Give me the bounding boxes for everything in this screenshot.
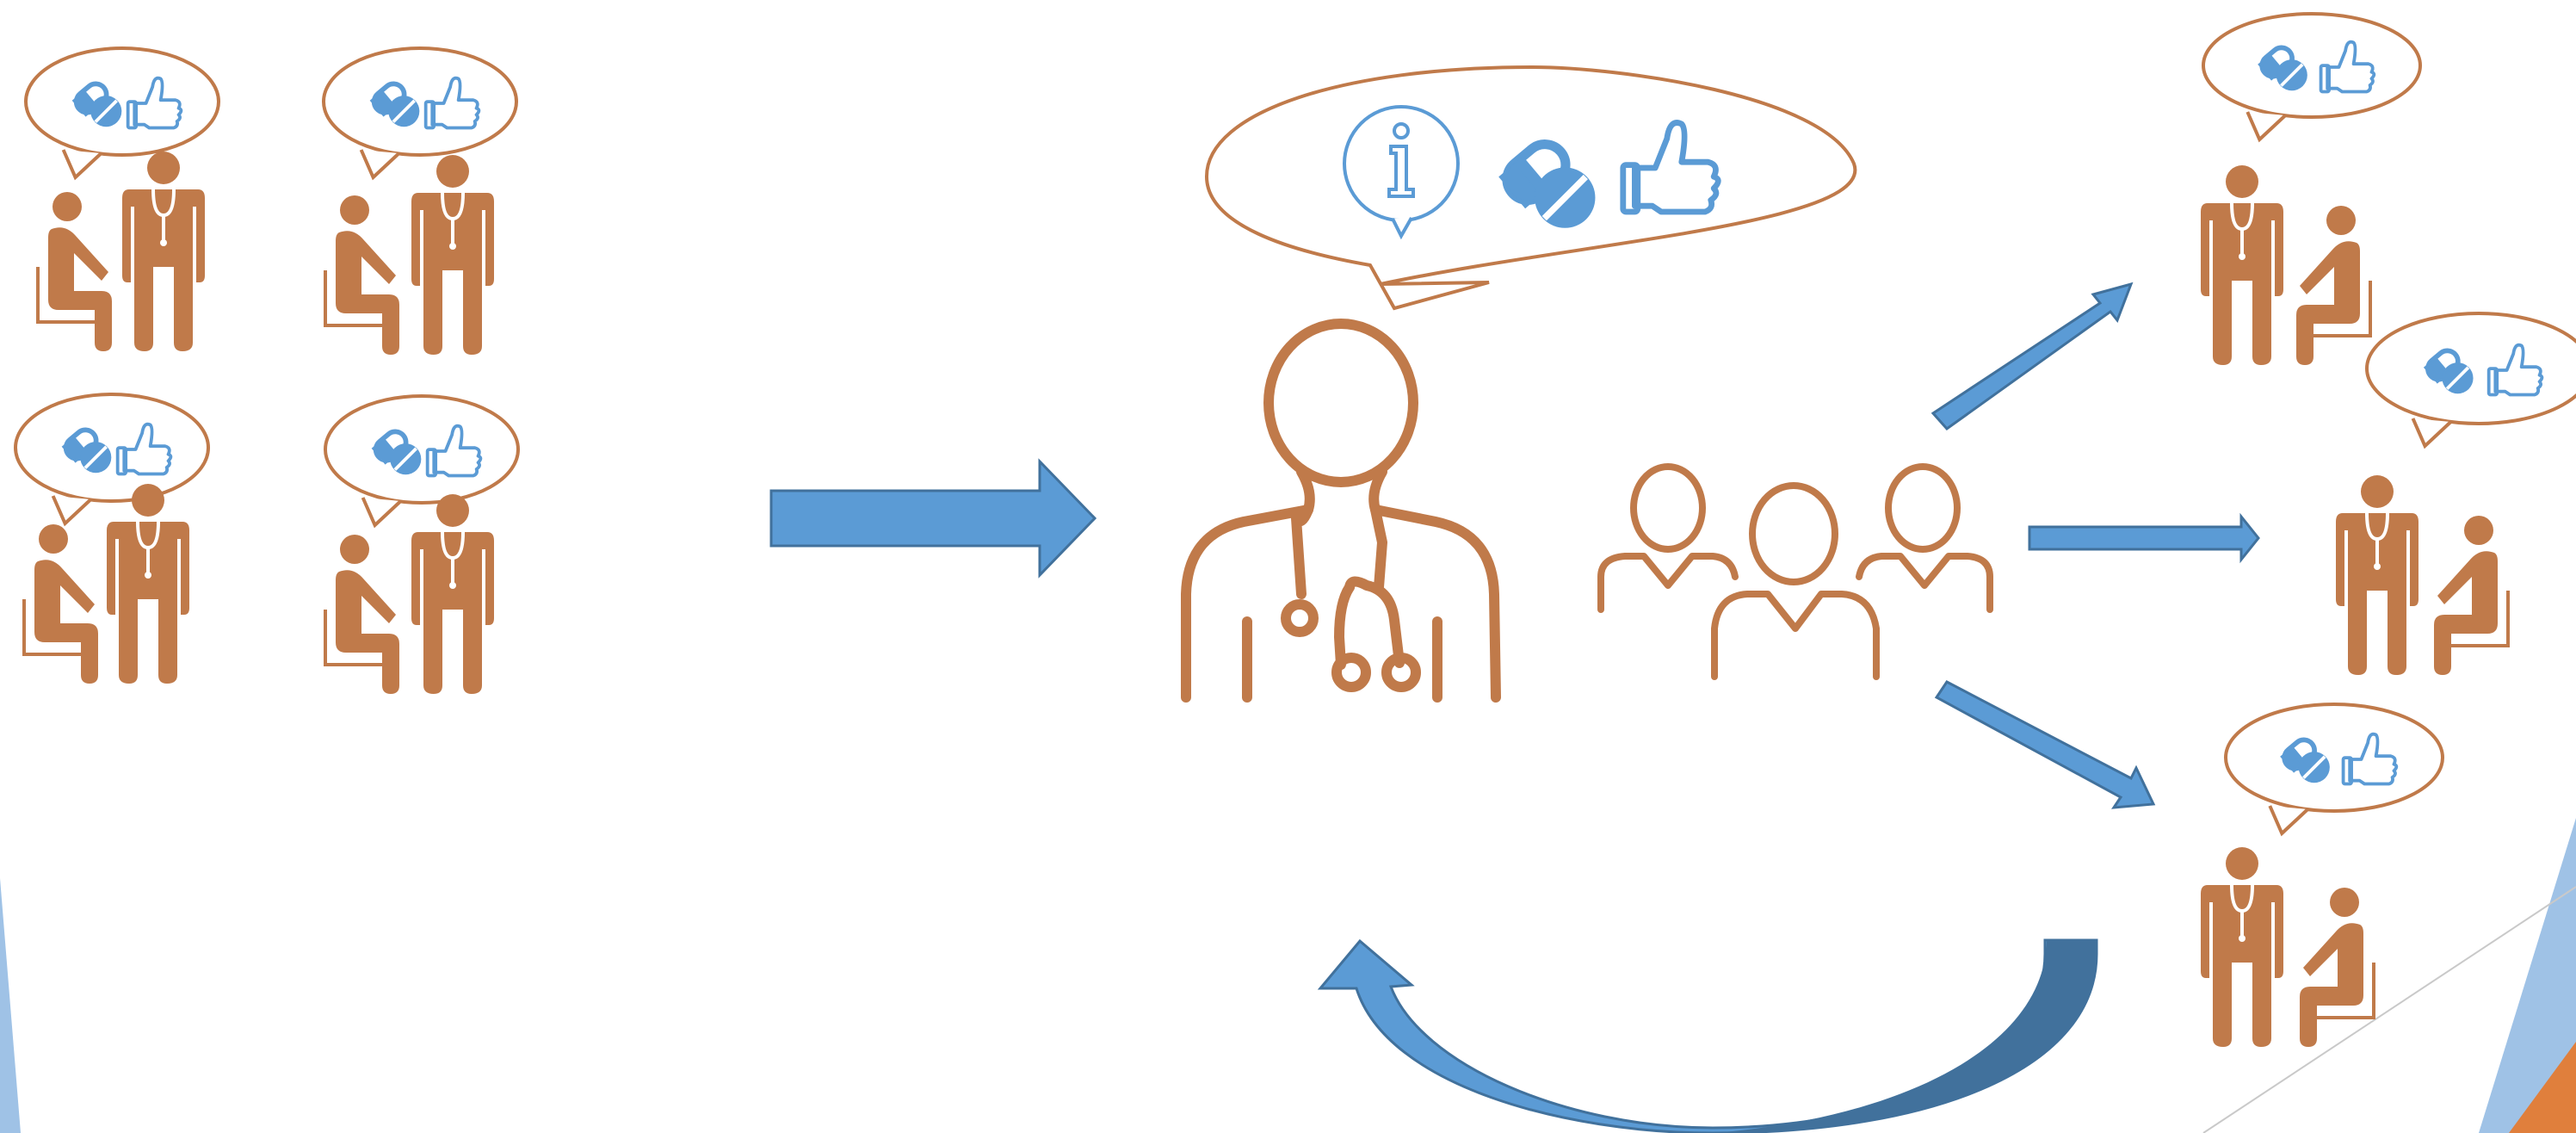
doctor-figure-icon [105, 482, 191, 685]
corner-decoration-line [2202, 886, 2576, 1133]
consultation-2 [322, 46, 518, 356]
patient-icon [2298, 886, 2375, 1049]
corner-decoration-right-blue [2479, 818, 2576, 1133]
patient-icon [22, 523, 100, 685]
consultation-right-bottom [2199, 703, 2444, 1049]
consultation-right-bottom-speech-bubble [2224, 703, 2444, 837]
arrow-down-right [1934, 680, 2156, 809]
corner-decoration-left [0, 878, 21, 1133]
consultation-3-speech-bubble [14, 393, 210, 527]
consultation-4-speech-bubble [324, 394, 520, 529]
consultation-1-speech-bubble [24, 46, 220, 181]
patient-icon [36, 190, 114, 353]
left-consultations [14, 46, 520, 696]
doctor-figure-icon [410, 153, 496, 356]
main-right-arrow [769, 458, 1097, 579]
consultation-right-middle [2334, 312, 2576, 677]
consultation-1 [24, 46, 220, 353]
consultation-right-top-speech-bubble [2202, 12, 2422, 143]
doctor-figure-icon [120, 150, 207, 353]
patient-icon [324, 194, 401, 356]
right-consultations [2199, 12, 2576, 1049]
patient-icon [2295, 204, 2372, 367]
consultation-2-speech-bubble [322, 46, 518, 181]
group-icon [1597, 463, 1993, 680]
patient-icon [324, 533, 401, 696]
doctor-figure-icon [2199, 164, 2285, 367]
arrow-up-right [1930, 282, 2134, 431]
curved-return-arrow [1317, 938, 2098, 1133]
doctor-icon [1181, 319, 1501, 703]
patient-icon [2432, 514, 2510, 677]
consultation-3 [14, 393, 210, 685]
arrow-right [2028, 512, 2260, 564]
corner-decoration-right-orange [2509, 1042, 2576, 1133]
consultation-4 [324, 394, 520, 696]
consultation-right-middle-speech-bubble [2365, 312, 2576, 449]
consultation-right-top [2199, 12, 2422, 367]
doctor-figure-icon [2199, 845, 2285, 1049]
doctor-figure-icon [410, 492, 496, 696]
doctor-figure-icon [2334, 474, 2420, 677]
